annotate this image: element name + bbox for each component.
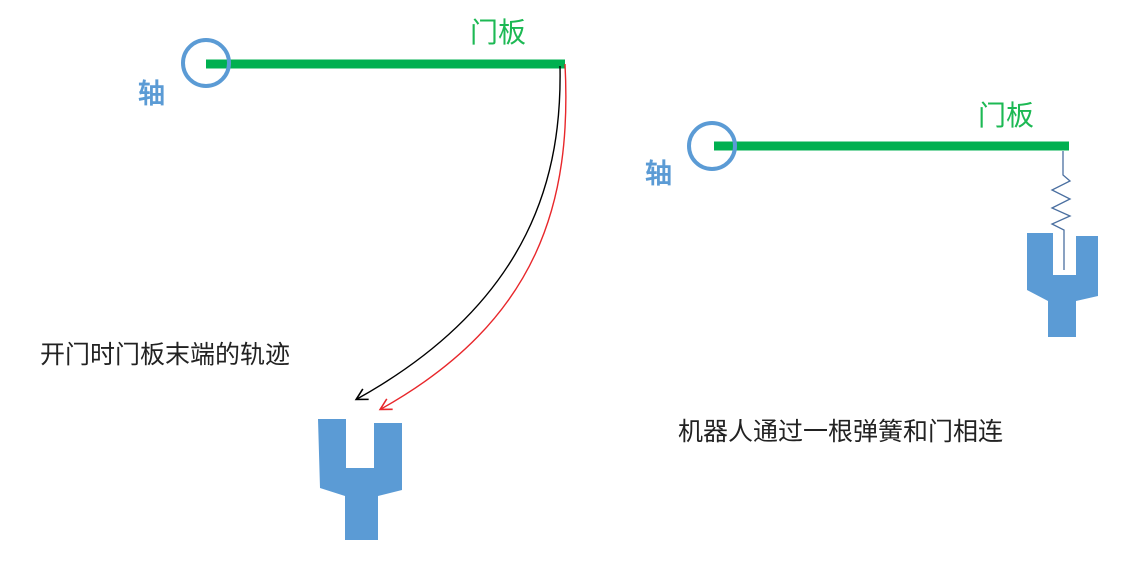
right-door-label: 门板	[978, 99, 1034, 132]
left-door-label: 门板	[470, 16, 526, 49]
left-scene: 轴 门板 开门时门板末端的轨迹	[40, 16, 567, 540]
trajectory-red-arc	[378, 63, 567, 411]
right-scene: 轴 门板 机器人通过一根弹簧和门相连	[645, 99, 1098, 446]
right-robot-gripper-icon	[1027, 233, 1098, 337]
left-robot-gripper-icon	[318, 419, 402, 540]
right-pivot-icon	[687, 121, 737, 171]
right-axis-label: 轴	[645, 159, 672, 190]
left-axis-label: 轴	[138, 79, 165, 110]
trajectory-caption: 开门时门板末端的轨迹	[40, 340, 290, 369]
spring-icon	[1050, 151, 1072, 270]
trajectory-black-arc	[354, 65, 561, 401]
right-caption: 机器人通过一根弹簧和门相连	[678, 417, 1003, 446]
left-pivot-icon	[181, 38, 231, 88]
